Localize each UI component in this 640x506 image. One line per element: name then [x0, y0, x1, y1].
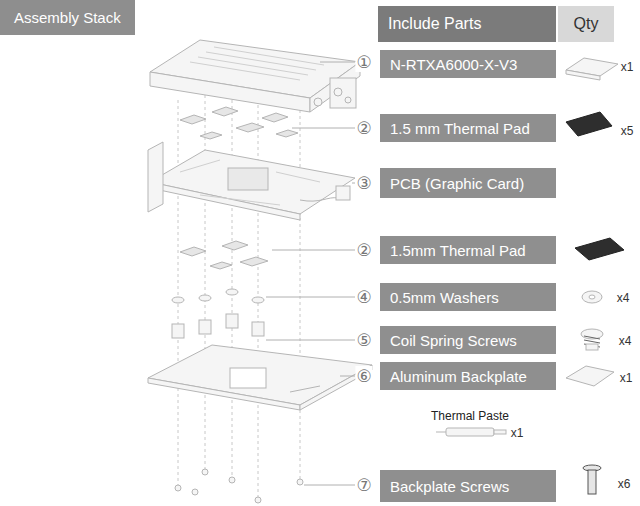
- part-label: 1.5 mm Thermal Pad: [380, 114, 556, 142]
- part-label: Coil Spring Screws: [380, 326, 556, 354]
- part-label: 0.5mm Washers: [380, 283, 556, 311]
- quantity: x4: [617, 291, 630, 305]
- quantity: x1: [511, 426, 524, 440]
- part-name: Aluminum Backplate: [390, 368, 527, 385]
- header-bar: Qty: [558, 6, 614, 42]
- part-name: Thermal Paste: [431, 409, 509, 423]
- part-label: Aluminum Backplate: [380, 362, 556, 390]
- callout-number: ⑦: [355, 475, 372, 495]
- part-name: Qty: [574, 15, 599, 33]
- callout-number: ④: [355, 287, 372, 307]
- callout-number: ②: [355, 240, 372, 260]
- part-name: 0.5mm Washers: [390, 289, 499, 306]
- header-bar: Include Parts: [378, 6, 556, 42]
- part-name: N-RTXA6000-X-V3: [390, 56, 517, 73]
- part-label: 1.5mm Thermal Pad: [380, 236, 556, 264]
- callout-number: ③: [355, 173, 372, 193]
- quantity: x1: [620, 371, 633, 385]
- callout-number: ①: [355, 52, 372, 72]
- callout-number: ②: [355, 118, 372, 138]
- part-name: Coil Spring Screws: [390, 332, 517, 349]
- callout-number: ⑥: [355, 366, 372, 386]
- part-name: PCB (Graphic Card): [390, 175, 524, 192]
- title-banner: Assembly Stack: [0, 0, 135, 35]
- part-name: 1.5 mm Thermal Pad: [390, 120, 530, 137]
- quantity: x4: [619, 334, 632, 348]
- part-label: Backplate Screws: [380, 470, 556, 502]
- part-name: 1.5mm Thermal Pad: [390, 242, 526, 259]
- quantity: x6: [618, 477, 631, 491]
- quantity: x5: [621, 124, 634, 138]
- part-label: N-RTXA6000-X-V3: [380, 50, 556, 78]
- callout-number: ⑤: [355, 330, 372, 350]
- quantity: x1: [621, 60, 634, 74]
- part-name: Backplate Screws: [390, 478, 509, 495]
- part-label: PCB (Graphic Card): [380, 168, 556, 198]
- part-name: Include Parts: [388, 15, 481, 33]
